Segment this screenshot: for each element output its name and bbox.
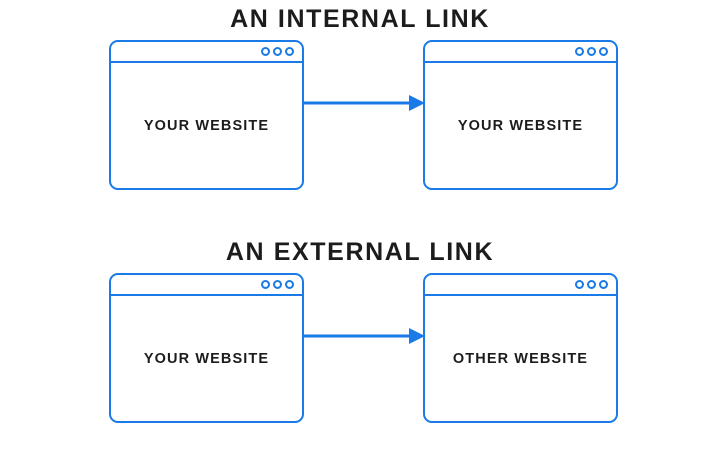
target-window-label-external: OTHER WEBSITE (452, 350, 589, 367)
browser-titlebar (111, 275, 302, 296)
circle-dot-icon (261, 47, 270, 56)
browser-content: OTHER WEBSITE (425, 296, 616, 421)
connector-external (304, 273, 425, 423)
browser-content: YOUR WEBSITE (111, 63, 302, 188)
circle-dot-icon (575, 47, 584, 56)
circle-dot-icon (285, 47, 294, 56)
circle-dot-icon (285, 280, 294, 289)
circle-dot-icon (599, 280, 608, 289)
browser-titlebar (425, 275, 616, 296)
source-window-label-external: YOUR WEBSITE (143, 350, 270, 367)
browser-content: YOUR WEBSITE (425, 63, 616, 188)
source-window-internal: YOUR WEBSITE (109, 40, 304, 190)
section-internal-link: AN INTERNAL LINK YOUR WEBSITE (0, 0, 720, 218)
arrow-right-icon (304, 95, 425, 111)
connector-internal (304, 40, 425, 190)
target-window-external: OTHER WEBSITE (423, 273, 618, 423)
titlebar-dots (261, 280, 294, 289)
browser-titlebar (111, 42, 302, 63)
browser-content: YOUR WEBSITE (111, 296, 302, 421)
circle-dot-icon (587, 47, 596, 56)
titlebar-dots (261, 47, 294, 56)
circle-dot-icon (575, 280, 584, 289)
titlebar-dots (575, 47, 608, 56)
section-title-external: AN EXTERNAL LINK (225, 238, 495, 266)
window-row-internal: YOUR WEBSITE (0, 28, 720, 218)
section-external-link: AN EXTERNAL LINK YOUR WEBSITE (0, 233, 720, 451)
circle-dot-icon (261, 280, 270, 289)
circle-dot-icon (599, 47, 608, 56)
circle-dot-icon (587, 280, 596, 289)
target-window-internal: YOUR WEBSITE (423, 40, 618, 190)
titlebar-dots (575, 280, 608, 289)
window-row-external: YOUR WEBSITE (0, 261, 720, 451)
source-window-external: YOUR WEBSITE (109, 273, 304, 423)
target-window-label-internal: YOUR WEBSITE (457, 117, 584, 134)
source-window-label-internal: YOUR WEBSITE (143, 117, 270, 134)
browser-titlebar (425, 42, 616, 63)
circle-dot-icon (273, 47, 282, 56)
circle-dot-icon (273, 280, 282, 289)
arrow-right-icon (304, 328, 425, 344)
section-title-internal: AN INTERNAL LINK (230, 5, 490, 33)
